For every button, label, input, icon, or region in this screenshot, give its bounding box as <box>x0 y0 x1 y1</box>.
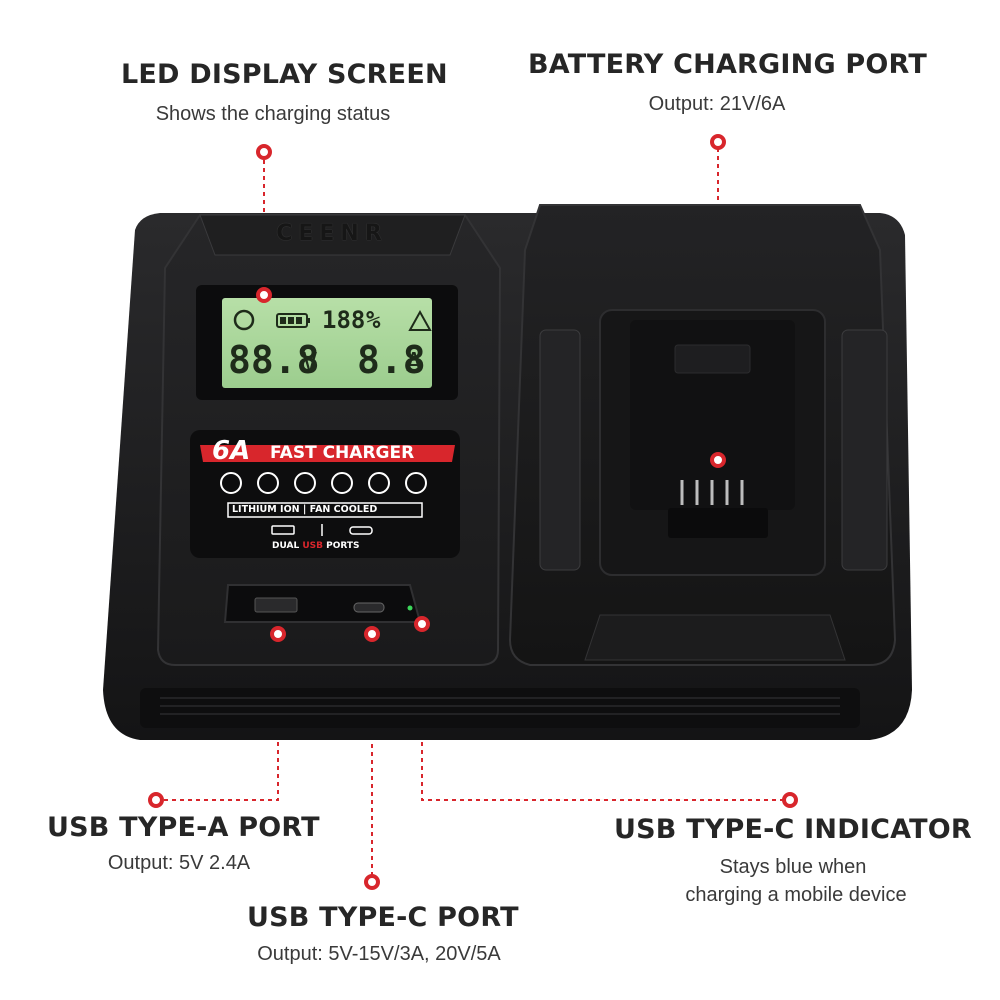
panel-usb-post: PORTS <box>323 541 360 551</box>
usb-c-indicator-title: USB TYPE-C INDICATOR <box>614 814 972 845</box>
led-display-title: LED DISPLAY SCREEN <box>121 59 448 90</box>
panel-usb-pre: DUAL <box>272 541 303 551</box>
lcd-amps: 8.8 <box>357 338 426 382</box>
led-display-subtitle: Shows the charging status <box>155 103 391 125</box>
lcd-amps-unit: A <box>406 348 422 378</box>
battery-port-subtitle: Output: 21V/6A <box>648 93 786 115</box>
panel-usb-line: DUAL USB PORTS <box>272 541 360 551</box>
usb-c-indicator-subtitle-2: charging a mobile device <box>685 884 907 906</box>
usb-a-subtitle: Output: 5V 2.4A <box>107 852 251 874</box>
panel-usb-accent: USB <box>302 541 323 551</box>
lcd-percent-unit: % <box>366 306 381 334</box>
panel-headline: FAST CHARGER <box>270 443 415 463</box>
battery-port-title: BATTERY CHARGING PORT <box>528 49 927 80</box>
lcd-percent: 188 <box>322 306 366 334</box>
lcd-volts: 88.8 <box>228 338 320 382</box>
usb-c-indicator-subtitle-1: Stays blue when <box>719 856 867 878</box>
usb-c-port-subtitle: Output: 5V-15V/3A, 20V/5A <box>257 943 501 965</box>
usb-a-title: USB TYPE-A PORT <box>47 812 320 843</box>
panel-headline-big: 6A <box>212 436 251 466</box>
lcd-volts-unit: V <box>302 348 318 378</box>
brand-logo: CEENR <box>276 221 388 246</box>
panel-spec-line: LITHIUM ION | FAN COOLED <box>232 504 378 515</box>
usb-c-port-title: USB TYPE-C PORT <box>247 902 519 933</box>
